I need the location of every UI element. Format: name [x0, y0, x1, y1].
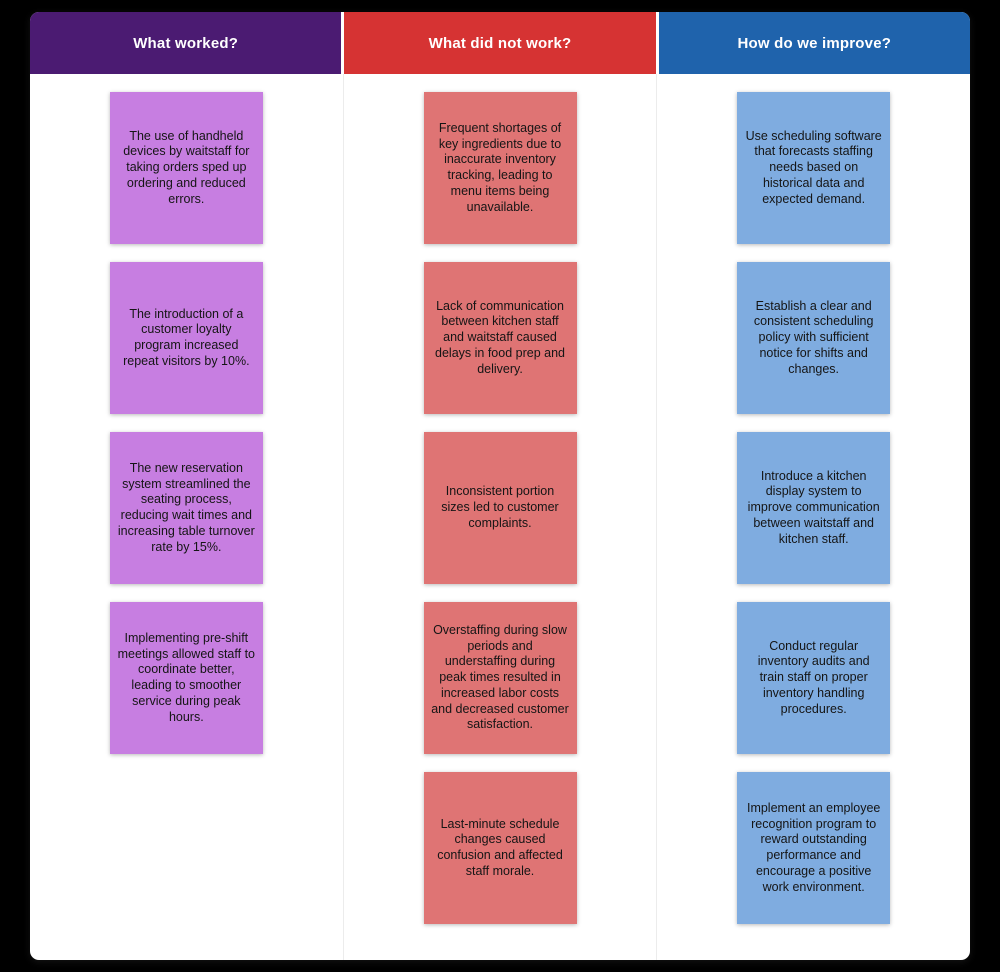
- sticky-note[interactable]: The use of handheld devices by waitstaff…: [109, 92, 263, 244]
- column-title: How do we improve?: [737, 34, 892, 52]
- column-what-worked: The use of handheld devices by waitstaff…: [30, 74, 343, 960]
- sticky-note[interactable]: Implementing pre-shift meetings allowed …: [109, 602, 263, 754]
- sticky-note[interactable]: The new reservation system streamlined t…: [109, 432, 263, 584]
- sticky-note[interactable]: Implement an employee recognition progra…: [737, 772, 891, 924]
- column-what-did-not-work: Frequent shortages of key ingredients du…: [342, 74, 657, 960]
- sticky-note[interactable]: Inconsistent portion sizes led to custom…: [423, 432, 577, 584]
- sticky-note[interactable]: Overstaffing during slow periods and und…: [423, 602, 577, 754]
- sticky-note[interactable]: Establish a clear and consistent schedul…: [737, 262, 891, 414]
- sticky-note[interactable]: Last-minute schedule changes caused conf…: [423, 772, 577, 924]
- sticky-note[interactable]: Use scheduling software that forecasts s…: [737, 92, 891, 244]
- column-title: What worked?: [133, 34, 239, 52]
- sticky-note[interactable]: The introduction of a customer loyalty p…: [109, 262, 263, 414]
- retrospective-board: What worked? What did not work? How do w…: [30, 12, 970, 960]
- column-header-what-did-not-work: What did not work?: [344, 12, 656, 74]
- sticky-note[interactable]: Conduct regular inventory audits and tra…: [737, 602, 891, 754]
- column-title: What did not work?: [428, 34, 572, 52]
- column-how-do-we-improve: Use scheduling software that forecasts s…: [656, 74, 970, 960]
- column-headers: What worked? What did not work? How do w…: [30, 12, 970, 74]
- sticky-note[interactable]: Introduce a kitchen display system to im…: [737, 432, 891, 584]
- column-header-what-worked: What worked?: [30, 12, 342, 74]
- sticky-note[interactable]: Lack of communication between kitchen st…: [423, 262, 577, 414]
- column-header-how-do-we-improve: How do we improve?: [658, 12, 970, 74]
- board-content: The use of handheld devices by waitstaff…: [30, 74, 970, 960]
- sticky-note[interactable]: Frequent shortages of key ingredients du…: [423, 92, 577, 244]
